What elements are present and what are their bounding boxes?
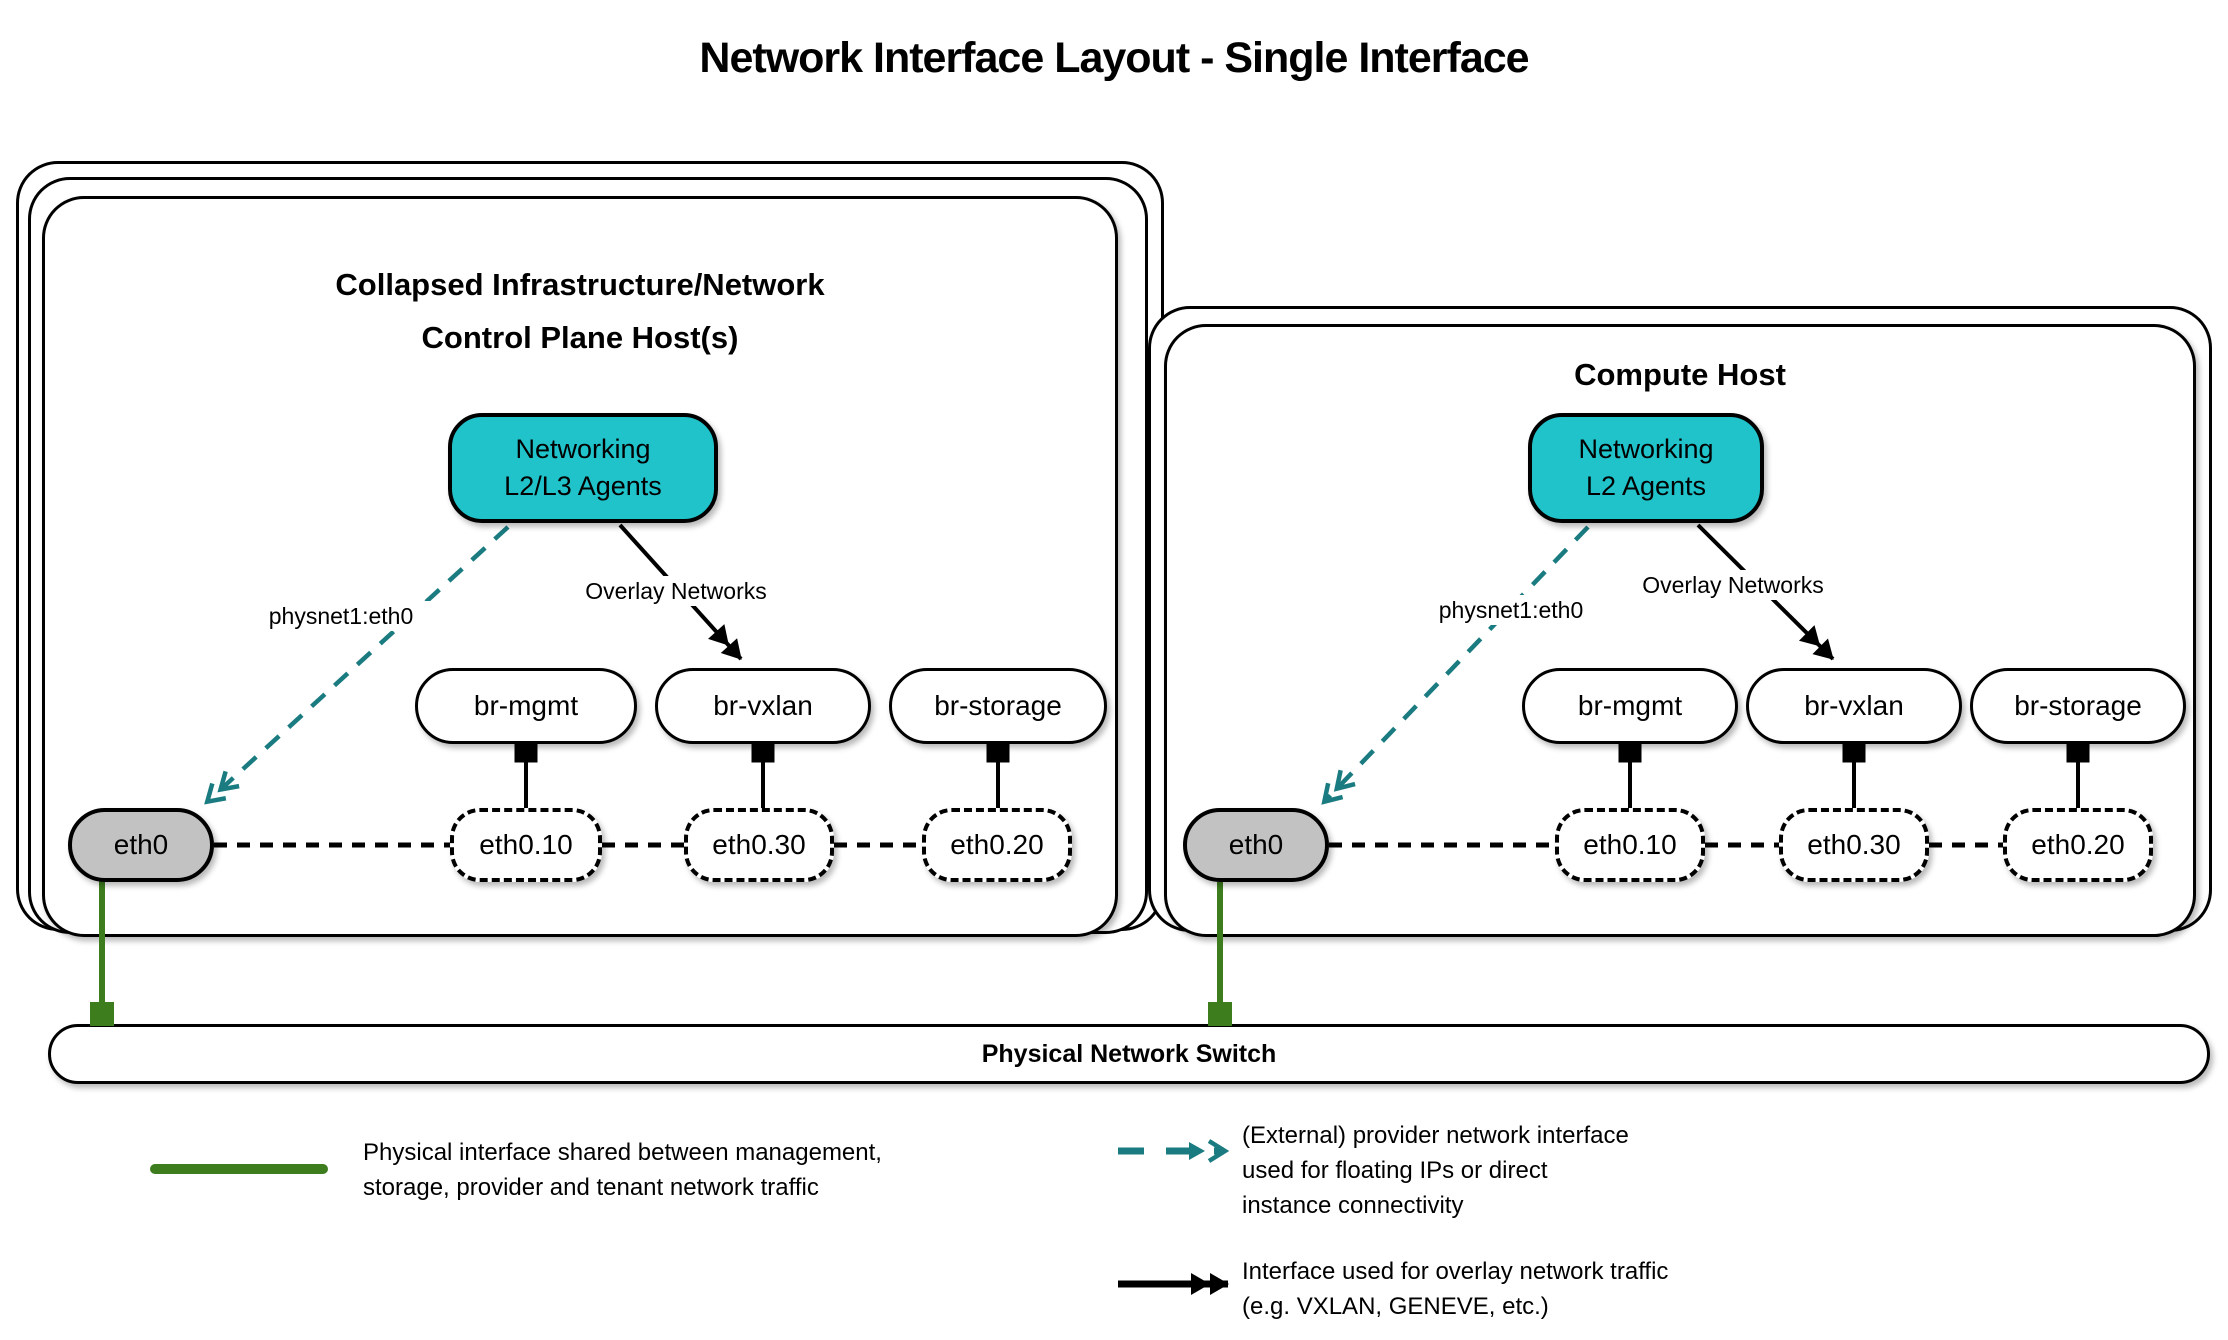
subinterface-node-eth0-30: eth0.30 <box>684 808 834 882</box>
legend-line: (e.g. VXLAN, GENEVE, etc.) <box>1242 1293 1549 1320</box>
subinterface-node-eth0-30: eth0.30 <box>1779 808 1929 882</box>
uplink-connector-square <box>1208 1002 1232 1026</box>
provider-network-arrow <box>204 525 510 805</box>
legend-physical-text: Physical interface shared between manage… <box>363 1135 882 1205</box>
bridge-node-br-vxlan: br-vxlan <box>655 668 871 744</box>
bridge-node-br-mgmt: br-mgmt <box>415 668 637 744</box>
physnet-label: physnet1:eth0 <box>1413 595 1609 625</box>
legend-overlay-text: Interface used for overlay network traff… <box>1242 1254 1668 1324</box>
networking-agents-node: Networking L2 Agents <box>1528 413 1764 523</box>
legend-line: Interface used for overlay network traff… <box>1242 1258 1669 1285</box>
agent-label-line1: Networking <box>1578 434 1714 464</box>
networking-agents-node: Networking L2/L3 Agents <box>448 413 718 523</box>
host-title-line1: Collapsed Infrastructure/Network <box>335 267 825 302</box>
host-title-line1: Compute Host <box>1574 357 1786 392</box>
compute-host-title: Compute Host <box>1164 348 2196 401</box>
agent-label-line2: L2 Agents <box>1585 471 1707 501</box>
bridge-node-br-storage: br-storage <box>889 668 1107 744</box>
legend-line: used for floating IPs or direct <box>1242 1157 1548 1184</box>
bridge-node-br-vxlan: br-vxlan <box>1746 668 1962 744</box>
legend-line: (External) provider network interface <box>1242 1122 1629 1149</box>
legend-provider-text: (External) provider network interface us… <box>1242 1118 1629 1223</box>
bridge-node-br-mgmt: br-mgmt <box>1522 668 1738 744</box>
bridge-connectors-right <box>1618 739 2090 808</box>
overlay-networks-label: Overlay Networks <box>1624 570 1842 600</box>
bridge-node-br-storage: br-storage <box>1970 668 2186 744</box>
agent-label-line1: Networking <box>515 434 651 464</box>
provider-network-arrow <box>1321 525 1590 805</box>
physical-uplinks <box>90 878 1232 1026</box>
subinterface-node-eth0-20: eth0.20 <box>922 808 1072 882</box>
subinterface-node-eth0-10: eth0.10 <box>450 808 602 882</box>
page-title: Network Interface Layout - Single Interf… <box>699 34 1529 82</box>
overlay-networks-label: Overlay Networks <box>567 576 785 606</box>
physical-network-switch: Physical Network Switch <box>48 1024 2210 1084</box>
host-title-line2: Control Plane Host(s) <box>421 320 739 355</box>
agent-label-line2: L2/L3 Agents <box>504 471 662 501</box>
legend-line: storage, provider and tenant network tra… <box>363 1174 819 1201</box>
uplink-connector-square <box>90 1002 114 1026</box>
eth0-node: eth0 <box>1183 808 1329 882</box>
physnet-label: physnet1:eth0 <box>243 601 439 631</box>
eth0-node: eth0 <box>68 808 214 882</box>
control-plane-host-title: Collapsed Infrastructure/Network Control… <box>42 258 1118 364</box>
legend-line: Physical interface shared between manage… <box>363 1139 882 1166</box>
subinterface-node-eth0-20: eth0.20 <box>2003 808 2153 882</box>
legend-line: instance connectivity <box>1242 1192 1464 1219</box>
subinterface-node-eth0-10: eth0.10 <box>1555 808 1705 882</box>
bridge-connectors-left <box>514 739 1010 808</box>
